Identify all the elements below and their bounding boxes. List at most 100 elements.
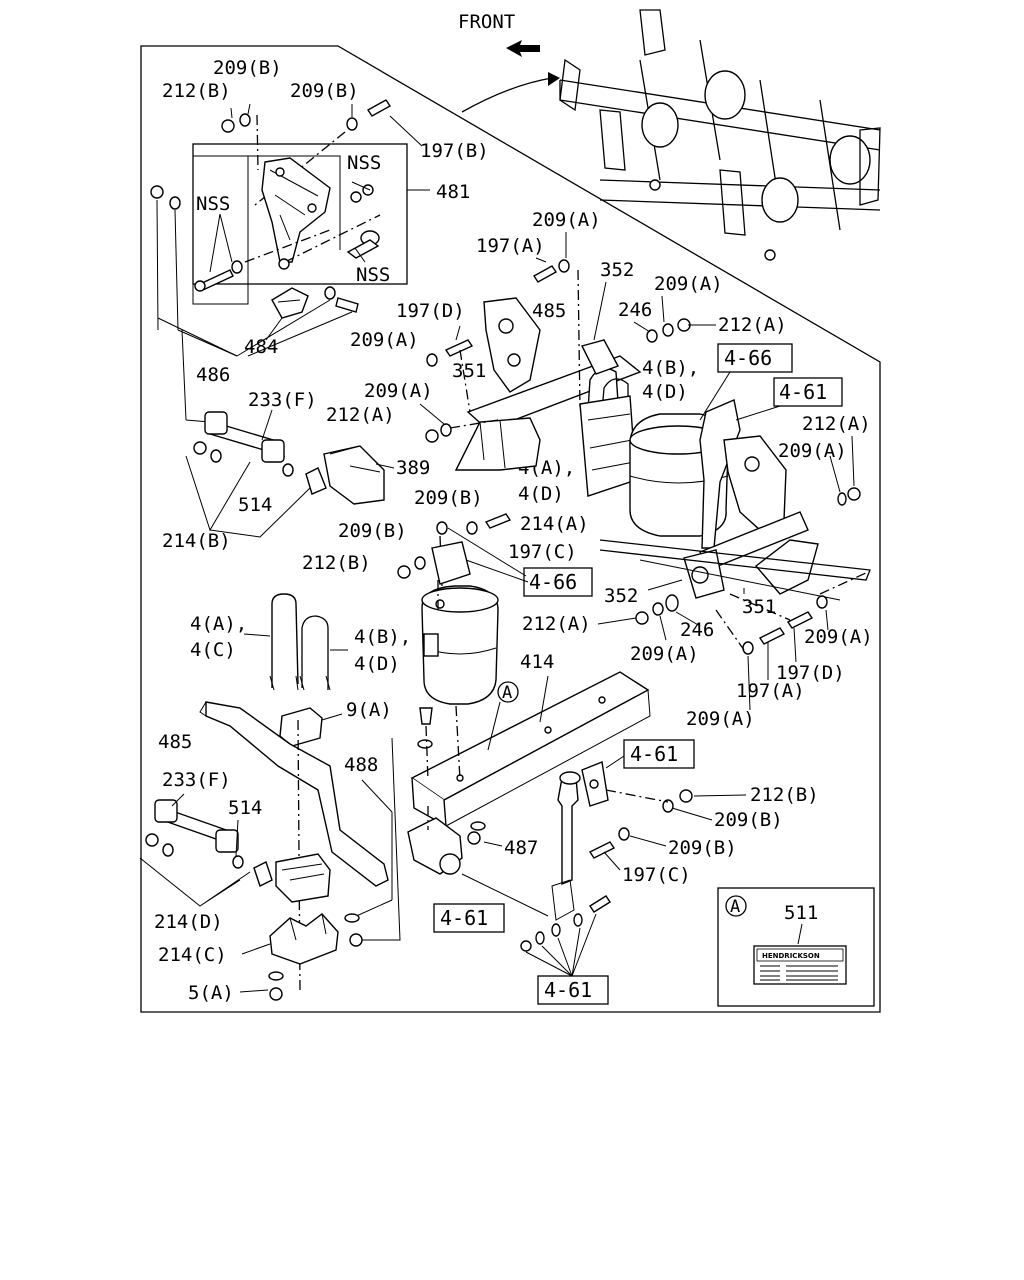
part-label-209a: 209(A) — [630, 643, 699, 665]
bolt-icon — [589, 895, 611, 913]
part-label-246: 246 — [618, 299, 652, 321]
ref-box-label: 4-61 — [630, 742, 678, 766]
part-label-4a: 4(A), — [190, 613, 247, 635]
part-label-481: 481 — [436, 181, 470, 203]
bolt-icon — [588, 841, 616, 859]
nut-icon — [349, 933, 363, 947]
part-label-197a: 197(A) — [736, 680, 805, 702]
part-label-5a: 5(A) — [188, 982, 234, 1004]
nut-icon — [679, 789, 693, 803]
part-label-214d: 214(D) — [154, 911, 223, 933]
decal-brand: HENDRICKSON — [762, 952, 820, 960]
ref-box[interactable] — [537, 975, 609, 1005]
spring-seat-part — [269, 913, 339, 965]
part-label-487: 487 — [504, 837, 538, 859]
part-label-212b: 212(B) — [302, 552, 371, 574]
nss-label: NSS — [347, 152, 381, 174]
bolt-icon — [335, 297, 359, 313]
nut-icon — [193, 441, 207, 455]
part-label-197c: 197(C) — [622, 864, 691, 886]
nss-label: NSS — [356, 264, 390, 286]
part-label-209a: 209(A) — [686, 708, 755, 730]
part-label-209b: 209(B) — [414, 487, 483, 509]
part-label-212a: 212(A) — [802, 413, 871, 435]
ref-box-label: 4-66 — [529, 570, 577, 594]
part-label-352: 352 — [600, 259, 634, 281]
nut-icon — [847, 487, 861, 501]
front-arrow-icon — [506, 40, 540, 57]
part-label-209a: 209(A) — [350, 329, 419, 351]
part-label-4b: 4(B), — [354, 626, 411, 648]
part-label-209b: 209(B) — [714, 809, 783, 831]
ref-box[interactable] — [623, 739, 695, 769]
part-label-209a: 209(A) — [804, 626, 873, 648]
callout-a-label: A — [730, 897, 740, 917]
part-label-4d: 4(D) — [518, 483, 564, 505]
part-label-485: 485 — [532, 300, 566, 322]
part-label-246: 246 — [680, 619, 714, 641]
part-label-214c: 214(C) — [158, 944, 227, 966]
part-label-209b: 209(B) — [338, 520, 407, 542]
part-label-352: 352 — [604, 585, 638, 607]
curved-arrow-icon — [461, 77, 553, 113]
ref-box[interactable] — [773, 377, 843, 407]
diagram-frame — [140, 45, 881, 1013]
shock-absorber-part — [557, 777, 579, 886]
spring-hanger-part — [454, 417, 541, 471]
part-label-486: 486 — [196, 364, 230, 386]
bolt-icon — [786, 611, 814, 629]
ref-box[interactable] — [523, 567, 593, 597]
part-label-485: 485 — [158, 731, 192, 753]
part-label-197a: 197(A) — [476, 235, 545, 257]
part-label-414: 414 — [520, 651, 554, 673]
washer-icon — [346, 117, 358, 131]
nss-label: NSS — [196, 193, 230, 215]
bolt-icon — [419, 707, 433, 725]
part-label-4b: 4(B), — [642, 357, 699, 379]
part-label-212a: 212(A) — [718, 314, 787, 336]
ref-box[interactable] — [717, 343, 793, 373]
part-label-4c: 4(C) — [190, 639, 236, 661]
suspension-overview-illustration — [559, 9, 881, 261]
ubolt-part — [271, 593, 299, 688]
part-label-209a: 209(A) — [778, 440, 847, 462]
bolt-icon — [484, 513, 512, 529]
ref-box-label: 4-66 — [724, 346, 772, 370]
plate-352-part — [580, 339, 620, 375]
bracket-part — [261, 157, 331, 263]
ref-box[interactable] — [433, 903, 505, 933]
front-label: FRONT — [458, 11, 515, 33]
decal-detail-box — [717, 887, 875, 1007]
bracket-389-part — [323, 445, 385, 505]
part-label-351: 351 — [742, 596, 776, 618]
nut-icon — [635, 611, 649, 625]
nut-icon — [221, 119, 235, 133]
clamp-part-484 — [271, 287, 309, 319]
callout-a-icon — [725, 895, 747, 917]
bolt-icon — [758, 627, 786, 645]
callout-a-icon — [497, 681, 519, 703]
part-label-209a: 209(A) — [364, 380, 433, 402]
nut-icon — [425, 429, 439, 443]
bolt-icon — [444, 339, 474, 357]
part-label-4d: 4(D) — [642, 381, 688, 403]
part-label-197c: 197(C) — [508, 541, 577, 563]
nut-icon — [145, 833, 159, 847]
nut-icon — [397, 565, 411, 579]
part-label-351: 351 — [452, 360, 486, 382]
ref-box-label: 4-61 — [440, 906, 488, 930]
part-label-212b: 212(B) — [162, 80, 231, 102]
part-label-514: 514 — [238, 494, 272, 516]
hanger-bracket-part — [723, 435, 787, 531]
part-label-9a: 9(A) — [346, 699, 392, 721]
part-label-209b: 209(B) — [213, 57, 282, 79]
part-label-197d: 197(D) — [776, 662, 845, 684]
part-label-212a: 212(A) — [326, 404, 395, 426]
part-label-197b: 197(B) — [420, 140, 489, 162]
callout-a-label: A — [502, 683, 512, 703]
part-label-214a: 214(A) — [520, 513, 589, 535]
part-label-212a: 212(A) — [522, 613, 591, 635]
part-label-389: 389 — [396, 457, 430, 479]
bolt-icon — [532, 265, 558, 283]
